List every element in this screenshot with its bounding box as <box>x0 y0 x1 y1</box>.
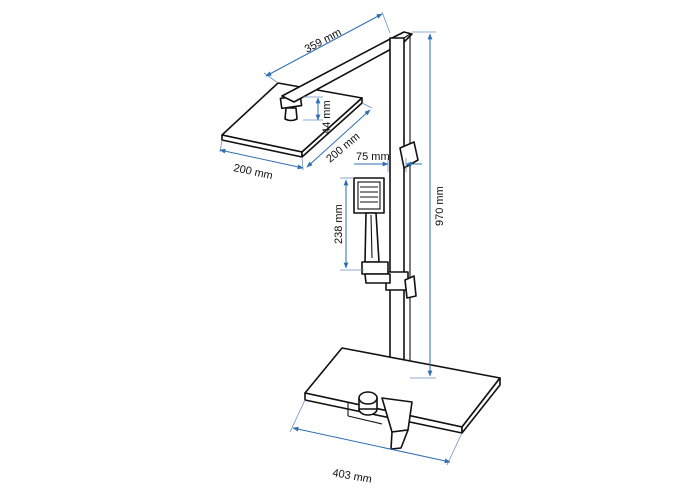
label-head-height: 44 mm <box>321 100 333 134</box>
label-column-height: 970 mm <box>434 186 446 226</box>
dim-holder <box>354 158 422 172</box>
dim-hand-shower <box>340 177 364 271</box>
dim-shelf <box>289 399 463 466</box>
shelf-mixer <box>304 347 501 450</box>
label-arm-length: 359 mm <box>303 26 344 55</box>
label-holder-width: 75 mm <box>356 151 390 163</box>
shower-column <box>385 33 419 384</box>
dim-arm <box>263 11 391 84</box>
hand-shower <box>353 177 391 284</box>
dim-column <box>410 31 436 379</box>
dim-head-height <box>303 96 323 121</box>
dim-head-depth <box>306 102 373 168</box>
label-head-width: 200 mm <box>232 162 273 182</box>
dim-head-width <box>219 139 304 171</box>
label-hand-shower-length: 238 mm <box>333 204 345 244</box>
label-shelf-width: 403 mm <box>331 467 372 486</box>
